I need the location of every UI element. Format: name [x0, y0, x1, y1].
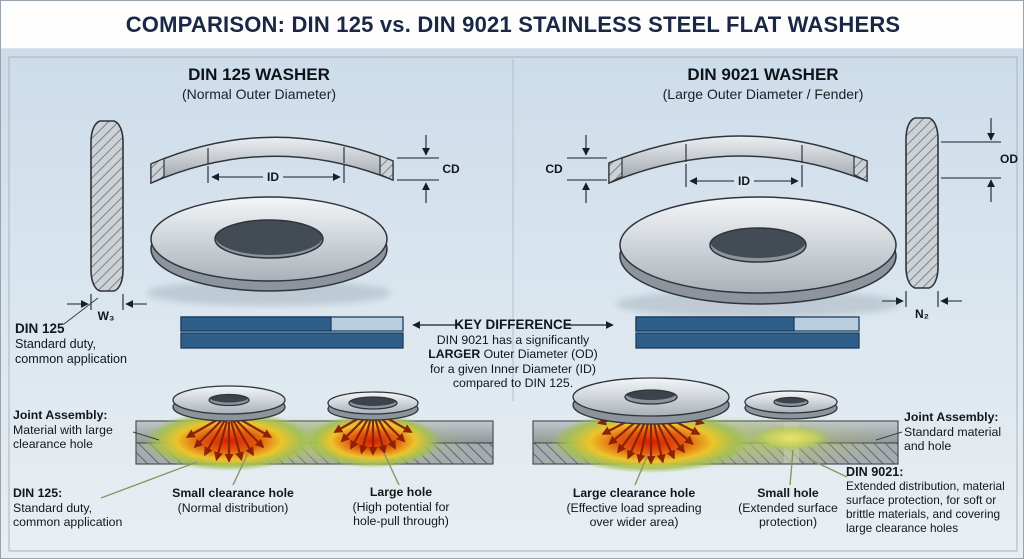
right-panel-title: DIN 9021 WASHER — [687, 65, 839, 84]
din9021-bottom-line: surface protection, for soft or — [846, 492, 997, 507]
id-dimension-label-right: ID — [734, 174, 754, 189]
din9021-bottom-line: large clearance holes — [846, 520, 959, 535]
large-clearance-hole-line: (Effective load spreading — [566, 500, 702, 515]
joint-leader-lines — [132, 431, 903, 441]
washer-small-hole — [744, 390, 838, 420]
main-title: COMPARISON: DIN 125 vs. DIN 9021 STAINLE… — [125, 11, 901, 37]
din9021-washer-3d — [616, 196, 900, 318]
content-frame — [8, 56, 1018, 552]
washer-over-large-hole — [327, 391, 419, 421]
large-hole-title: Large hole — [369, 485, 433, 499]
key-difference-line: LARGER Outer Diameter (OD) — [428, 347, 597, 362]
large-clearance-hole-line: over wider area) — [589, 515, 679, 529]
key-difference-line: compared to DIN 125. — [452, 376, 574, 391]
joint-assembly-right-line: Standard material — [904, 424, 1002, 439]
din125-side-view — [90, 120, 124, 292]
din125-width-dimension — [67, 294, 147, 310]
n2-dimension-label: N₂ — [915, 307, 929, 321]
small-clearance-hole-label: Small clearance hole (Normal distributio… — [172, 486, 294, 515]
left-panel-subtitle: (Normal Outer Diameter) — [181, 86, 337, 102]
joint-assembly-left-title: Joint Assembly: — [13, 408, 108, 422]
right-panel-subtitle: (Large Outer Diameter / Fender) — [662, 86, 864, 102]
din125-callout: DIN 125 Standard duty, common applicatio… — [15, 321, 127, 367]
din125-cd-dimension — [397, 135, 439, 203]
din9021-cd-dimension — [567, 135, 607, 203]
din9021-od-dimension — [941, 118, 1001, 202]
din125-callout-line: Standard duty, — [15, 336, 96, 351]
large-hole-label: Large hole (High potential for hole-pull… — [352, 485, 449, 529]
din9021-bottom-line: Extended distribution, material — [846, 478, 1005, 493]
joint-assembly-din9021 — [526, 377, 899, 473]
din125-bottom-line: common application — [13, 515, 123, 529]
din125-bottom-title: DIN 125: — [13, 486, 63, 500]
din9021-bottom-callout: DIN 9021: Extended distribution, materia… — [846, 465, 1005, 535]
joint-assembly-left-label: Joint Assembly: Material with large clea… — [13, 408, 113, 452]
load-arrows-small-clearance — [185, 416, 273, 463]
w3-dimension-label: W₃ — [97, 309, 115, 323]
joint-assembly-left-line: Material with large — [13, 422, 113, 437]
joint-assembly-din125 — [126, 385, 494, 471]
washer-small-clearance — [172, 385, 286, 422]
id-dimension-label-left: ID — [263, 170, 283, 185]
small-clearance-hole-line: (Normal distribution) — [177, 500, 289, 515]
leader-lines — [100, 449, 848, 499]
od-dimension-label: OD — [1000, 152, 1018, 166]
din125-section-arc — [150, 136, 394, 185]
din125-callout-leader — [63, 297, 99, 325]
din125-washer-3d — [147, 196, 391, 306]
key-difference-line: for a given Inner Diameter (ID) — [429, 361, 597, 376]
small-hole-line: (Extended surface — [738, 500, 838, 515]
din9021-section-arc — [608, 135, 868, 185]
title-bar: COMPARISON: DIN 125 vs. DIN 9021 STAINLE… — [1, 1, 1023, 49]
din9021-side-view — [905, 117, 939, 289]
joint-assembly-right-title: Joint Assembly: — [904, 410, 999, 424]
large-hole-line: (High potential for — [352, 499, 450, 514]
key-difference-line-rest: Outer Diameter (OD) — [480, 347, 598, 362]
od-bars-din9021 — [635, 316, 860, 349]
small-hole-line: protection) — [758, 515, 818, 529]
joint-assembly-right-line: and hole — [904, 439, 952, 453]
large-clearance-hole-label: Large clearance hole (Effective load spr… — [566, 486, 701, 530]
cd-dimension-label-right: CD — [545, 162, 563, 176]
key-difference-block: KEY DIFFERENCE DIN 9021 has a significan… — [428, 317, 597, 391]
large-clearance-hole-title: Large clearance hole — [572, 486, 696, 500]
large-hole-line: hole-pull through) — [353, 514, 449, 528]
joint-assembly-left-line: clearance hole — [13, 437, 93, 451]
din125-bottom-callout: DIN 125: Standard duty, common applicati… — [13, 486, 122, 530]
washer-large-clearance — [572, 377, 730, 425]
small-hole-title: Small hole — [757, 486, 819, 500]
din125-bottom-line: Standard duty, — [13, 500, 93, 515]
key-difference-emphasis: LARGER — [428, 347, 481, 362]
din125-callout-title: DIN 125 — [15, 321, 65, 336]
cd-dimension-label-left: CD — [442, 162, 460, 176]
left-panel-title: DIN 125 WASHER — [188, 65, 330, 84]
joint-assembly-right-label: Joint Assembly: Standard material and ho… — [904, 410, 1001, 454]
din9021-bottom-line: brittle materials, and covering — [846, 506, 1001, 521]
key-difference-heading: KEY DIFFERENCE — [454, 317, 572, 332]
small-clearance-hole-title: Small clearance hole — [172, 486, 294, 500]
din125-id-dimension — [207, 165, 345, 183]
key-difference-line: DIN 9021 has a significantly — [436, 332, 590, 347]
din125-callout-line: common application — [15, 351, 128, 366]
din9021-bottom-title: DIN 9021: — [846, 465, 904, 479]
od-bars-din125 — [180, 316, 404, 349]
small-hole-label: Small hole (Extended surface protection) — [738, 486, 838, 530]
